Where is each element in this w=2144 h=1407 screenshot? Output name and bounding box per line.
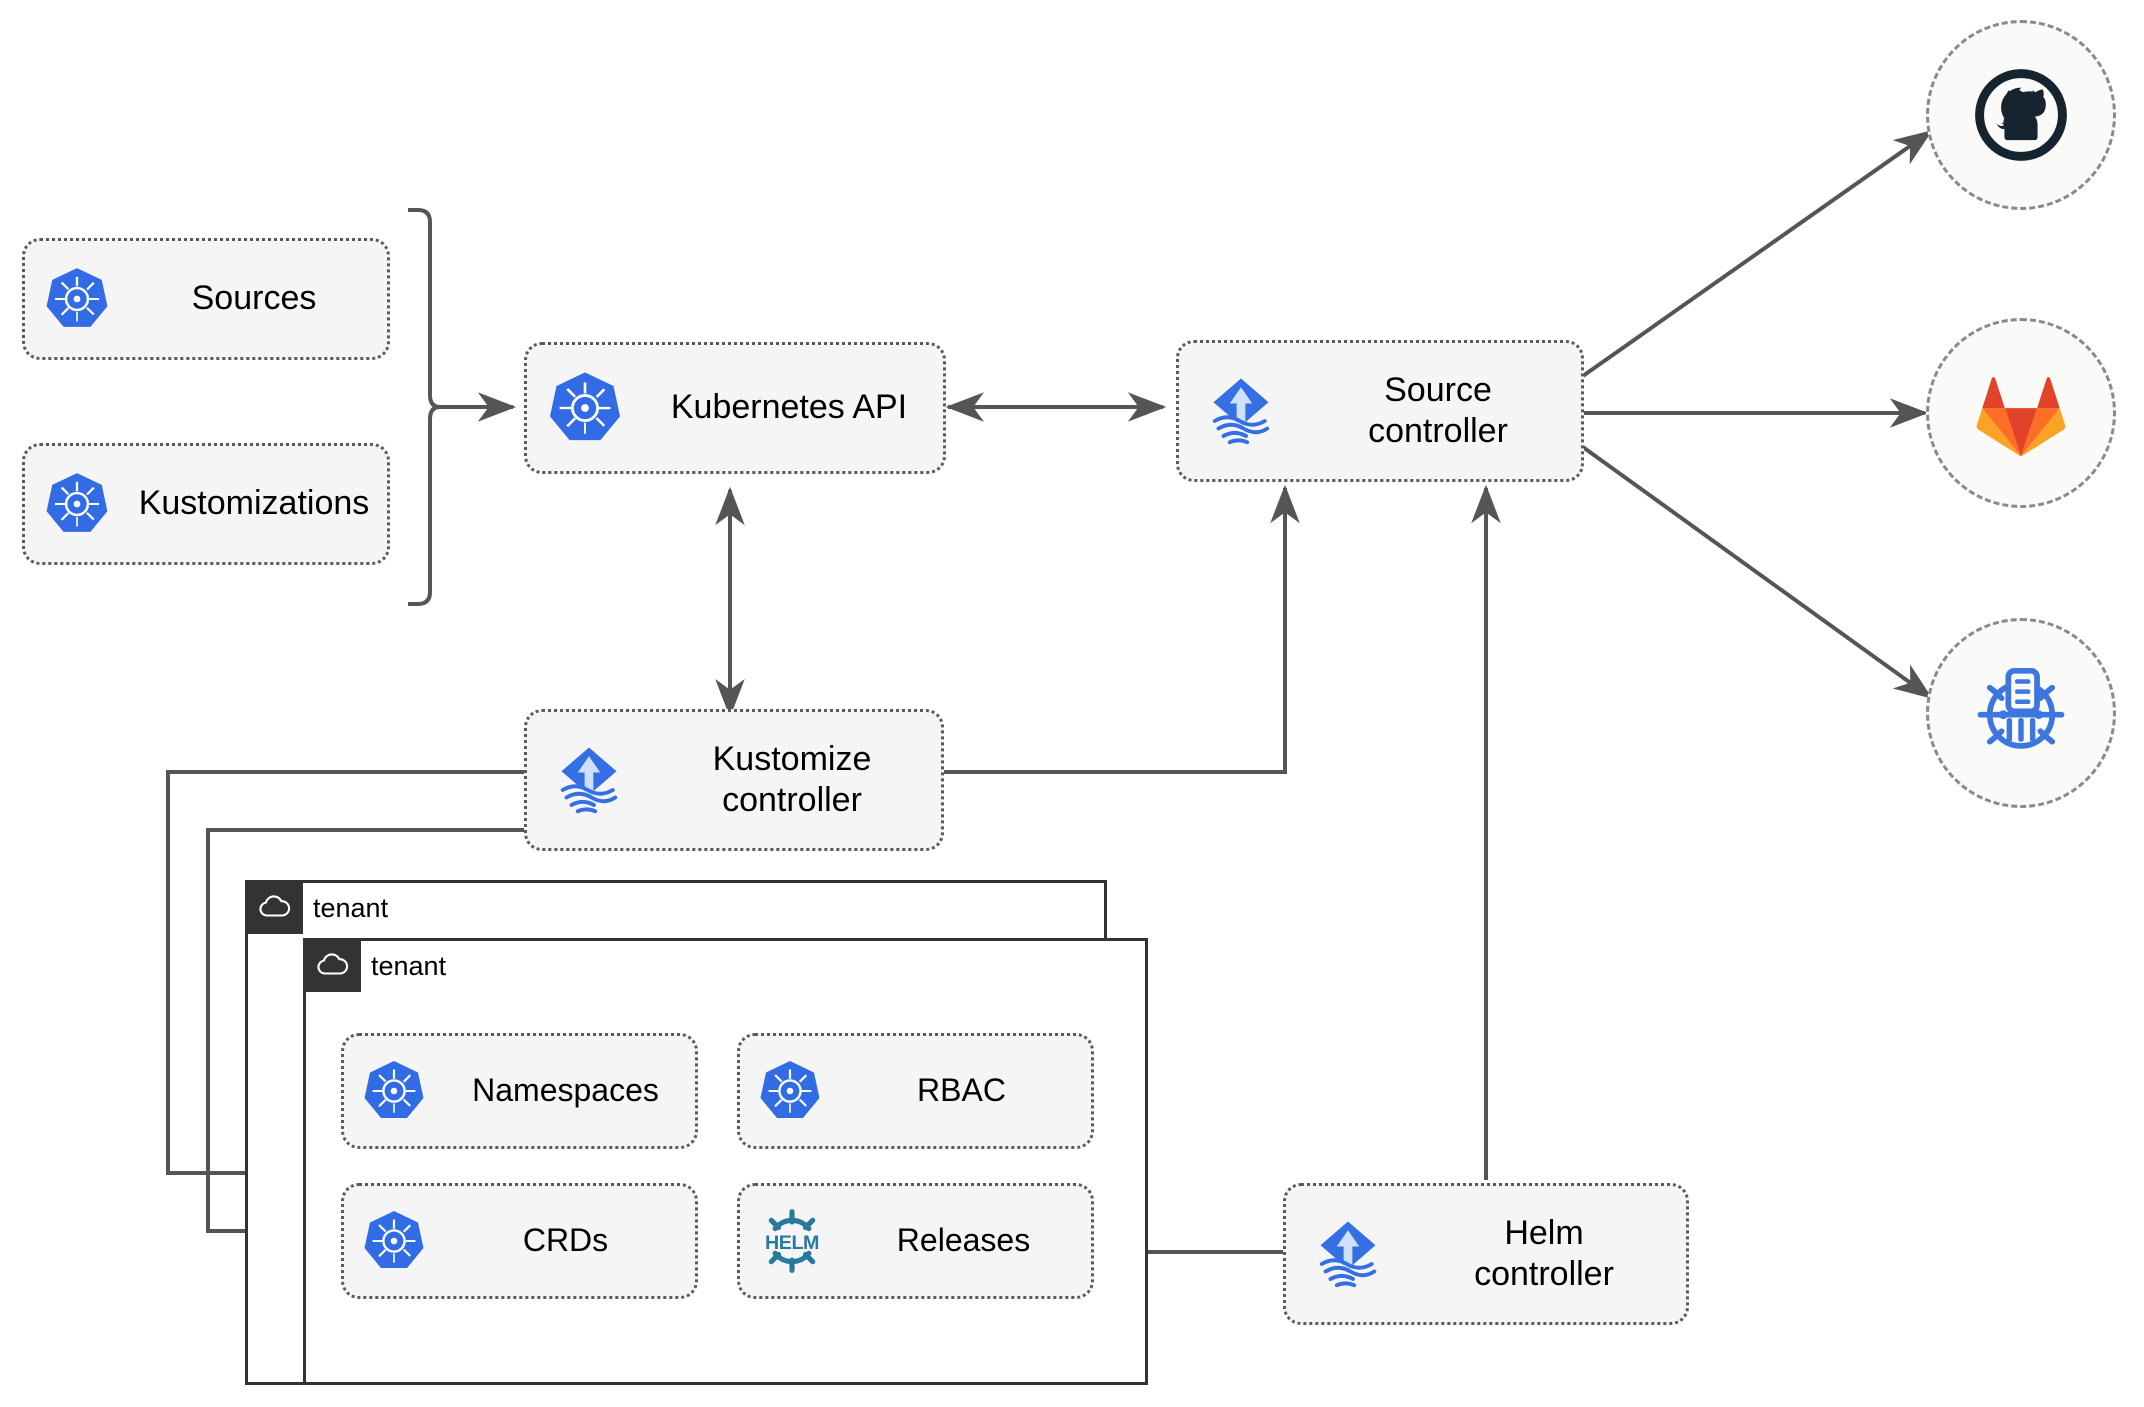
node-source-controller[interactable]: Source controller	[1176, 340, 1584, 482]
kubernetes-icon	[740, 1059, 840, 1123]
node-label: Source controller	[1368, 370, 1508, 450]
cloud-icon	[259, 895, 291, 917]
cloud-icon	[317, 953, 349, 975]
node-kustomize-controller[interactable]: Kustomize controller	[524, 709, 944, 851]
flux-icon	[1286, 1214, 1410, 1294]
provider-github[interactable]	[1926, 20, 2116, 210]
node-label: Kustomizations	[138, 484, 370, 523]
wire-resources-bracket	[408, 208, 441, 606]
node-label: Kubernetes API	[670, 388, 908, 427]
node-namespaces[interactable]: Namespaces	[341, 1033, 698, 1149]
node-label: Kustomize controller	[712, 739, 872, 819]
kubernetes-icon	[344, 1209, 444, 1273]
kubernetes-icon	[344, 1059, 444, 1123]
node-crds[interactable]: CRDs	[341, 1183, 698, 1299]
node-releases[interactable]: HELM Releases	[737, 1183, 1094, 1299]
node-kubernetes-api[interactable]: Kubernetes API	[524, 342, 946, 474]
kubernetes-icon	[25, 266, 129, 332]
github-icon	[1975, 69, 2067, 161]
tenant-frame-inner	[303, 938, 1148, 1385]
flux-icon	[527, 740, 651, 820]
node-rbac[interactable]: RBAC	[737, 1033, 1094, 1149]
kubernetes-icon	[527, 370, 643, 446]
kubernetes-icon	[25, 471, 129, 537]
node-label: Namespaces	[472, 1072, 659, 1109]
helm-icon: HELM	[740, 1205, 844, 1277]
flux-icon	[1179, 371, 1303, 451]
provider-gitlab[interactable]	[1926, 318, 2116, 508]
tenant-label-outer: tenant	[313, 893, 389, 923]
node-label: RBAC	[917, 1072, 1006, 1109]
node-sources[interactable]: Sources	[22, 238, 390, 360]
node-label: CRDs	[522, 1222, 609, 1259]
tenant-tab-outer	[245, 880, 303, 934]
node-helm-controller[interactable]: Helm controller	[1283, 1183, 1689, 1325]
tenant-label-inner: tenant	[371, 951, 447, 981]
node-kustomizations[interactable]: Kustomizations	[22, 443, 390, 565]
node-label: Releases	[896, 1222, 1031, 1259]
svg-text:HELM: HELM	[765, 1232, 819, 1254]
provider-helm-repository[interactable]	[1926, 618, 2116, 808]
gitlab-icon	[1976, 377, 2066, 457]
wire-kustomize-to-source	[944, 484, 1300, 774]
node-label: Sources	[191, 279, 317, 318]
tenant-tab-inner	[303, 938, 361, 992]
wire-source-to-helmrepo	[1578, 443, 1933, 699]
wire-source-to-github	[1578, 130, 1933, 380]
node-label: Helm controller	[1474, 1213, 1614, 1293]
helm-repo-icon	[1977, 667, 2065, 749]
